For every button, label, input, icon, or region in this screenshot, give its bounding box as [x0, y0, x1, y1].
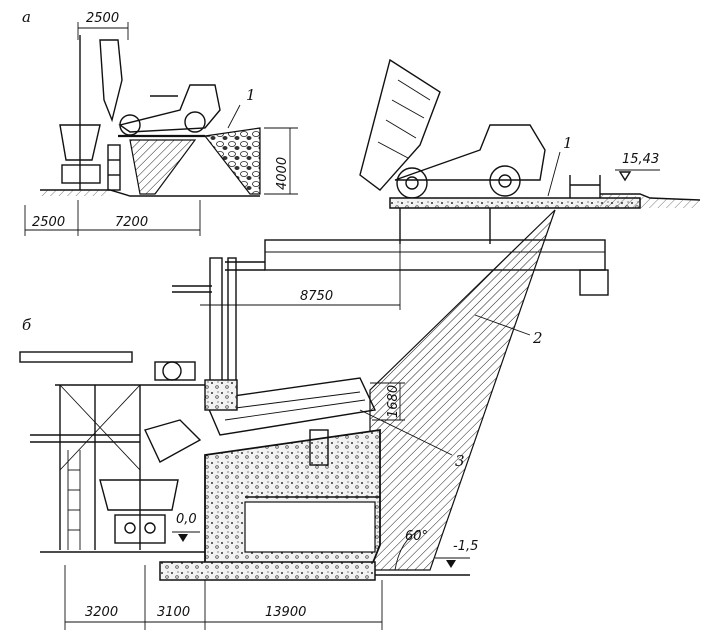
dim-2500-top: 2500: [77, 11, 129, 40]
left-frame: [19, 351, 205, 550]
svg-text:4000: 4000: [275, 157, 290, 190]
dim-1680: 1680: [370, 382, 405, 421]
level-0-0: 0,0: [172, 512, 200, 542]
excavator: [59, 35, 123, 191]
dim-bottom-b: 3200 3100 13900: [64, 565, 383, 630]
svg-text:60°: 60°: [405, 529, 428, 544]
truck-a: [118, 84, 221, 136]
dim-8750: 8750: [200, 244, 401, 310]
svg-text:15,43: 15,43: [622, 152, 659, 167]
hopper-a: 1: [118, 86, 261, 195]
svg-text:2500: 2500: [86, 11, 119, 26]
truck-platform: 1 15,43: [359, 58, 701, 244]
view-b-label: б: [22, 316, 32, 334]
svg-text:2500: 2500: [32, 215, 65, 230]
beam: [264, 239, 606, 271]
truck-b: [99, 479, 179, 544]
svg-text:0,0: 0,0: [176, 512, 197, 527]
svg-text:1680: 1680: [386, 385, 401, 418]
callout-1a: 1: [246, 86, 256, 104]
svg-text:3100: 3100: [157, 605, 190, 620]
dim-4000: 4000: [264, 127, 298, 195]
callout-1b: 1: [563, 134, 573, 152]
level-15-43: 15,43: [615, 152, 660, 182]
svg-text:13900: 13900: [265, 605, 306, 620]
angle-60: 60°: [394, 529, 428, 571]
svg-text:-1,5: -1,5: [453, 539, 478, 554]
callout-3: 3: [455, 452, 465, 470]
view-a-label: а: [22, 8, 31, 26]
svg-text:3200: 3200: [85, 605, 118, 620]
level-minus-1-5: -1,5: [435, 539, 478, 568]
svg-text:8750: 8750: [300, 289, 333, 304]
view-a: а 2500 1: [22, 8, 298, 236]
callout-2: 2: [532, 329, 543, 347]
dim-7200: 7200: [115, 215, 148, 230]
dim-2500-bottom: 2500 7200: [24, 200, 201, 236]
view-b: б 8750 2: [19, 209, 609, 630]
